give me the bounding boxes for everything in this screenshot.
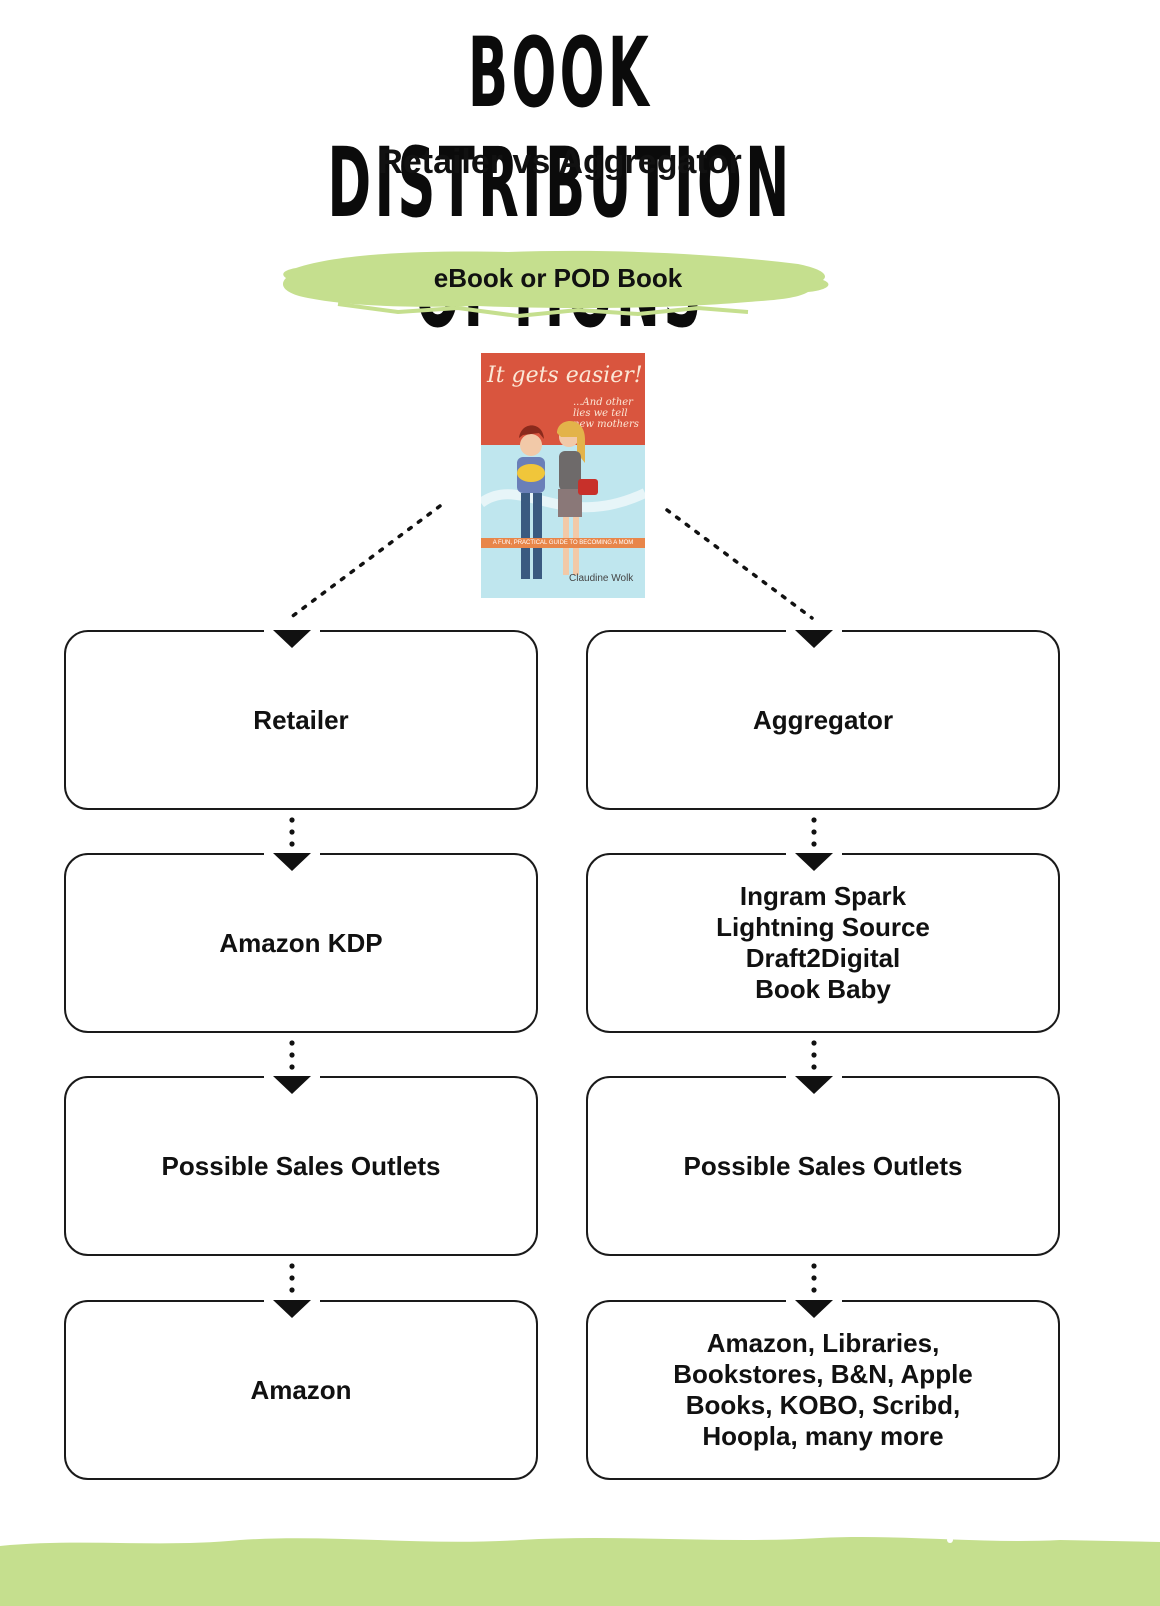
- connector-dot: [811, 829, 817, 835]
- connector-dot: [289, 1263, 295, 1269]
- connector-dot: [289, 829, 295, 835]
- connector-dot: [811, 817, 817, 823]
- connector-dot: [811, 841, 817, 847]
- connector-dot: [811, 1064, 817, 1070]
- connector-dot: [289, 1275, 295, 1281]
- connector-dot: [289, 1040, 295, 1046]
- aggregator-node-1: Aggregator: [586, 630, 1060, 810]
- node-label: Amazon, Libraries, Bookstores, B&N, Appl…: [673, 1328, 973, 1451]
- arrowhead: [273, 630, 311, 648]
- aggregator-node-2: Ingram Spark Lightning Source Draft2Digi…: [586, 853, 1060, 1033]
- format-label: eBook or POD Book: [433, 263, 683, 293]
- book-cover-image: It gets easier! ...And other lies we tel…: [481, 353, 645, 598]
- node-label: Retailer: [253, 704, 349, 735]
- node-label: Amazon: [250, 1374, 352, 1405]
- arrowhead: [273, 853, 311, 871]
- arrowhead: [273, 1300, 311, 1318]
- connector-dot: [811, 1275, 817, 1281]
- cover-tagline: A FUN, PRACTICAL GUIDE TO BECOMING A MOM: [481, 538, 645, 548]
- connector-dot: [289, 1064, 295, 1070]
- connector-dot: [289, 841, 295, 847]
- connector-dot: [811, 1263, 817, 1269]
- cover-author: Claudine Wolk: [569, 573, 634, 584]
- connector-dot: [289, 1287, 295, 1293]
- retailer-node-4: Amazon: [64, 1300, 538, 1480]
- node-label: Possible Sales Outlets: [161, 1150, 441, 1181]
- retailer-node-2: Amazon KDP: [64, 853, 538, 1033]
- arrowhead: [795, 1300, 833, 1318]
- arrowhead: [795, 630, 833, 648]
- node-label: Ingram Spark Lightning Source Draft2Digi…: [716, 881, 930, 1004]
- arrowhead: [795, 853, 833, 871]
- node-label: Aggregator: [752, 704, 894, 735]
- aggregator-node-4: Amazon, Libraries, Bookstores, B&N, Appl…: [586, 1300, 1060, 1480]
- page-subtitle: Retailer vs Aggregator: [378, 143, 742, 181]
- cover-illustration: [481, 420, 645, 579]
- node-label: Possible Sales Outlets: [683, 1150, 963, 1181]
- connector-dot: [811, 1052, 817, 1058]
- arrowhead: [795, 1076, 833, 1094]
- connector-dot: [811, 1040, 817, 1046]
- node-label: Amazon KDP: [219, 927, 383, 958]
- retailer-node-1: Retailer: [64, 630, 538, 810]
- connector-dot: [289, 817, 295, 823]
- aggregator-node-3: Possible Sales Outlets: [586, 1076, 1060, 1256]
- cover-subtitle: ...And other lies we tell new mothers: [573, 397, 639, 430]
- connector-dot: [289, 1052, 295, 1058]
- green-brush-footer: [0, 1537, 1160, 1606]
- cover-title: It gets easier!: [487, 363, 643, 388]
- retailer-node-3: Possible Sales Outlets: [64, 1076, 538, 1256]
- connector-dot: [811, 1287, 817, 1293]
- green-brush-highlight: [282, 250, 829, 319]
- arrowhead: [273, 1076, 311, 1094]
